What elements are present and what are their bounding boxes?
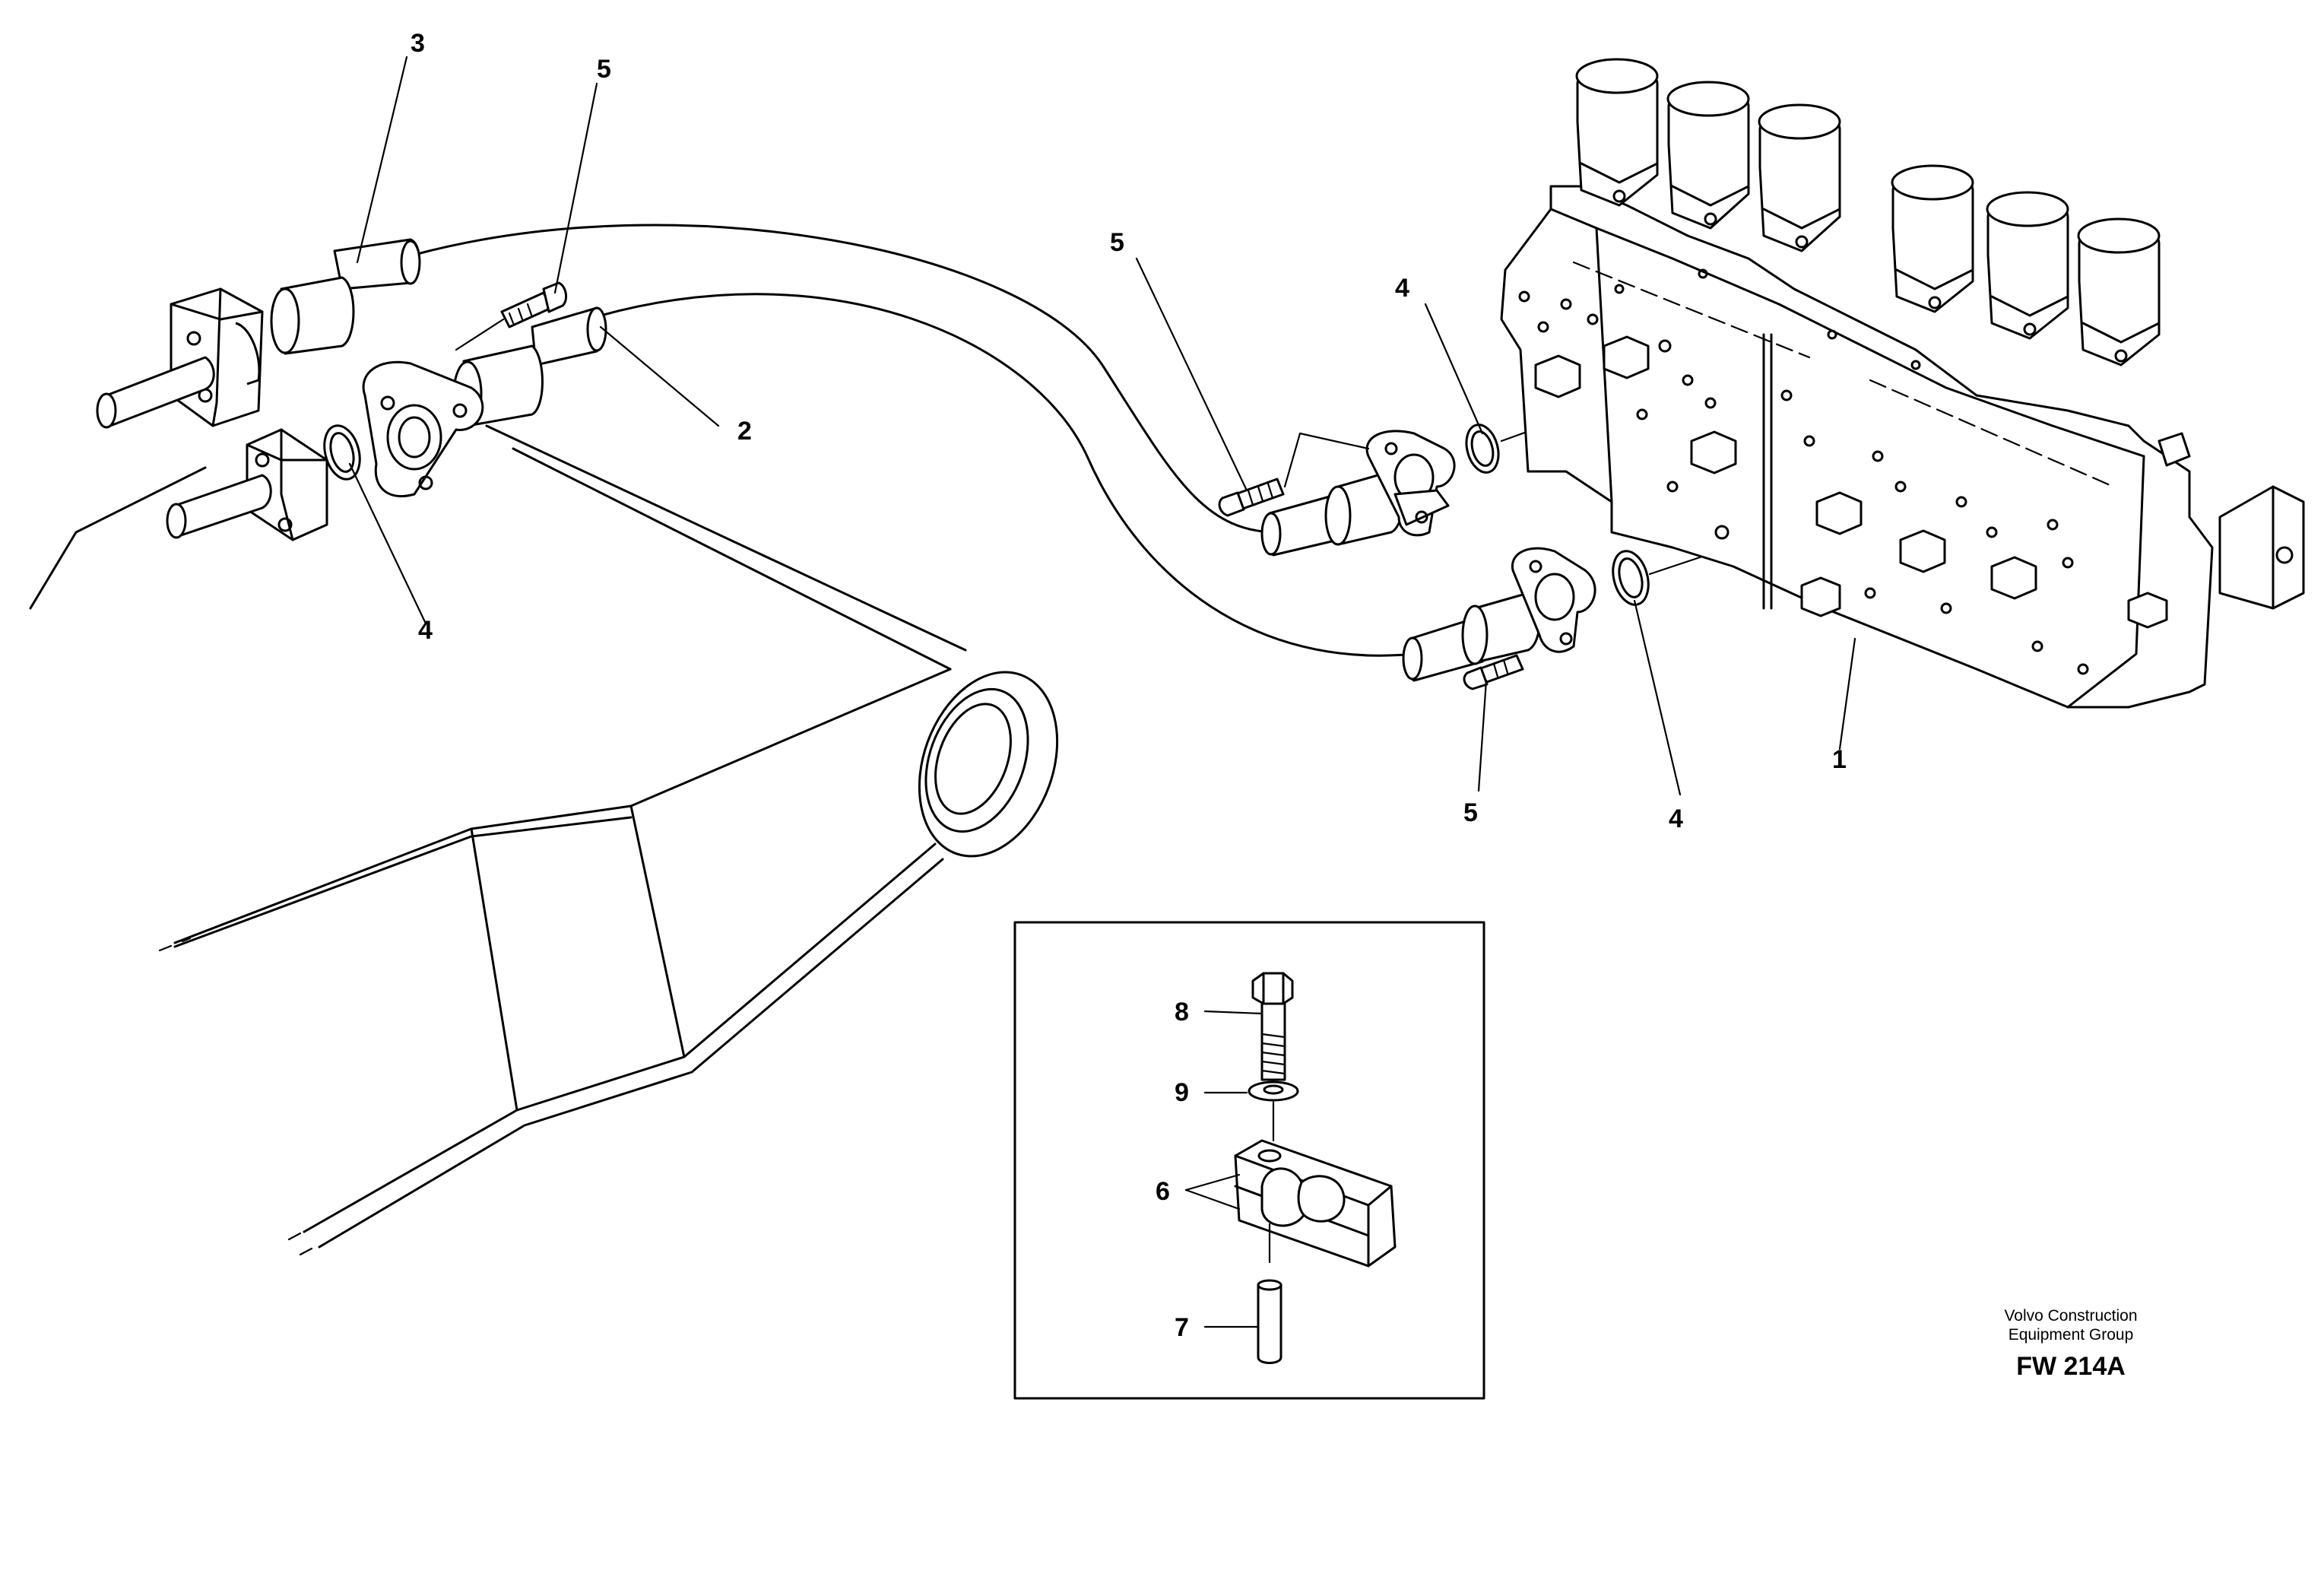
boom-pivot-bushing xyxy=(918,671,1059,858)
spool-cap-6 xyxy=(2077,217,2161,366)
o-ring-center-lower xyxy=(1612,550,1650,606)
spool-cap-1 xyxy=(1575,58,1659,207)
bolt-center-upper xyxy=(1218,432,1370,517)
publisher-credit: Volvo Construction Equipment Group FW 21… xyxy=(2004,1307,2137,1381)
inset-sleeve xyxy=(1257,1279,1282,1364)
callout-3: 3 xyxy=(411,29,425,58)
hose-3-fitting xyxy=(96,238,421,429)
callout-4-bottom: 4 xyxy=(1669,804,1683,833)
leader-lines xyxy=(348,56,1856,796)
spool-cap-5 xyxy=(1986,191,2069,340)
hose-center-lower-fitting xyxy=(1402,547,1596,682)
spool-cap-3 xyxy=(1758,103,1841,252)
inset-bolt xyxy=(1251,972,1294,1103)
boom-arm xyxy=(158,424,967,1256)
control-valve xyxy=(1500,185,2305,709)
callout-2: 2 xyxy=(737,417,752,446)
callout-5-mid: 5 xyxy=(1110,228,1124,257)
hose-2-fitting xyxy=(362,306,607,498)
callout-labels: 3 5 2 4 5 4 5 4 1 xyxy=(411,29,1847,833)
spool-cap-2 xyxy=(1666,81,1750,230)
credit-line-1: Volvo Construction xyxy=(2004,1307,2137,1325)
inset-washer xyxy=(1248,1080,1299,1142)
callout-6: 6 xyxy=(1156,1177,1170,1206)
callout-9: 9 xyxy=(1175,1078,1189,1107)
bolt-center-lower xyxy=(1463,654,1524,690)
o-ring-center-upper xyxy=(1465,424,1500,474)
valve-ports xyxy=(1518,268,2089,675)
callout-7: 7 xyxy=(1175,1313,1189,1342)
detail-inset: 8 9 6 7 xyxy=(1013,921,1485,1400)
callout-4-left: 4 xyxy=(418,616,433,645)
hose-center-upper-fitting xyxy=(1260,430,1456,557)
callout-8: 8 xyxy=(1175,998,1189,1026)
figure-code: FW 214A xyxy=(2016,1352,2126,1381)
spool-caps xyxy=(1575,58,2161,366)
hoses xyxy=(29,224,1416,657)
callout-5-bottom: 5 xyxy=(1463,798,1478,827)
credit-line-2: Equipment Group xyxy=(2009,1326,2134,1344)
valve-bolt-heads xyxy=(1534,335,2168,629)
callout-5-left: 5 xyxy=(597,55,611,84)
split-flange-left xyxy=(166,428,328,541)
bolt-left xyxy=(455,281,568,351)
inset-clamp xyxy=(1234,1139,1397,1268)
spool-cap-4 xyxy=(1891,164,1974,313)
callout-1: 1 xyxy=(1832,745,1847,774)
callout-4-mid: 4 xyxy=(1395,274,1409,303)
